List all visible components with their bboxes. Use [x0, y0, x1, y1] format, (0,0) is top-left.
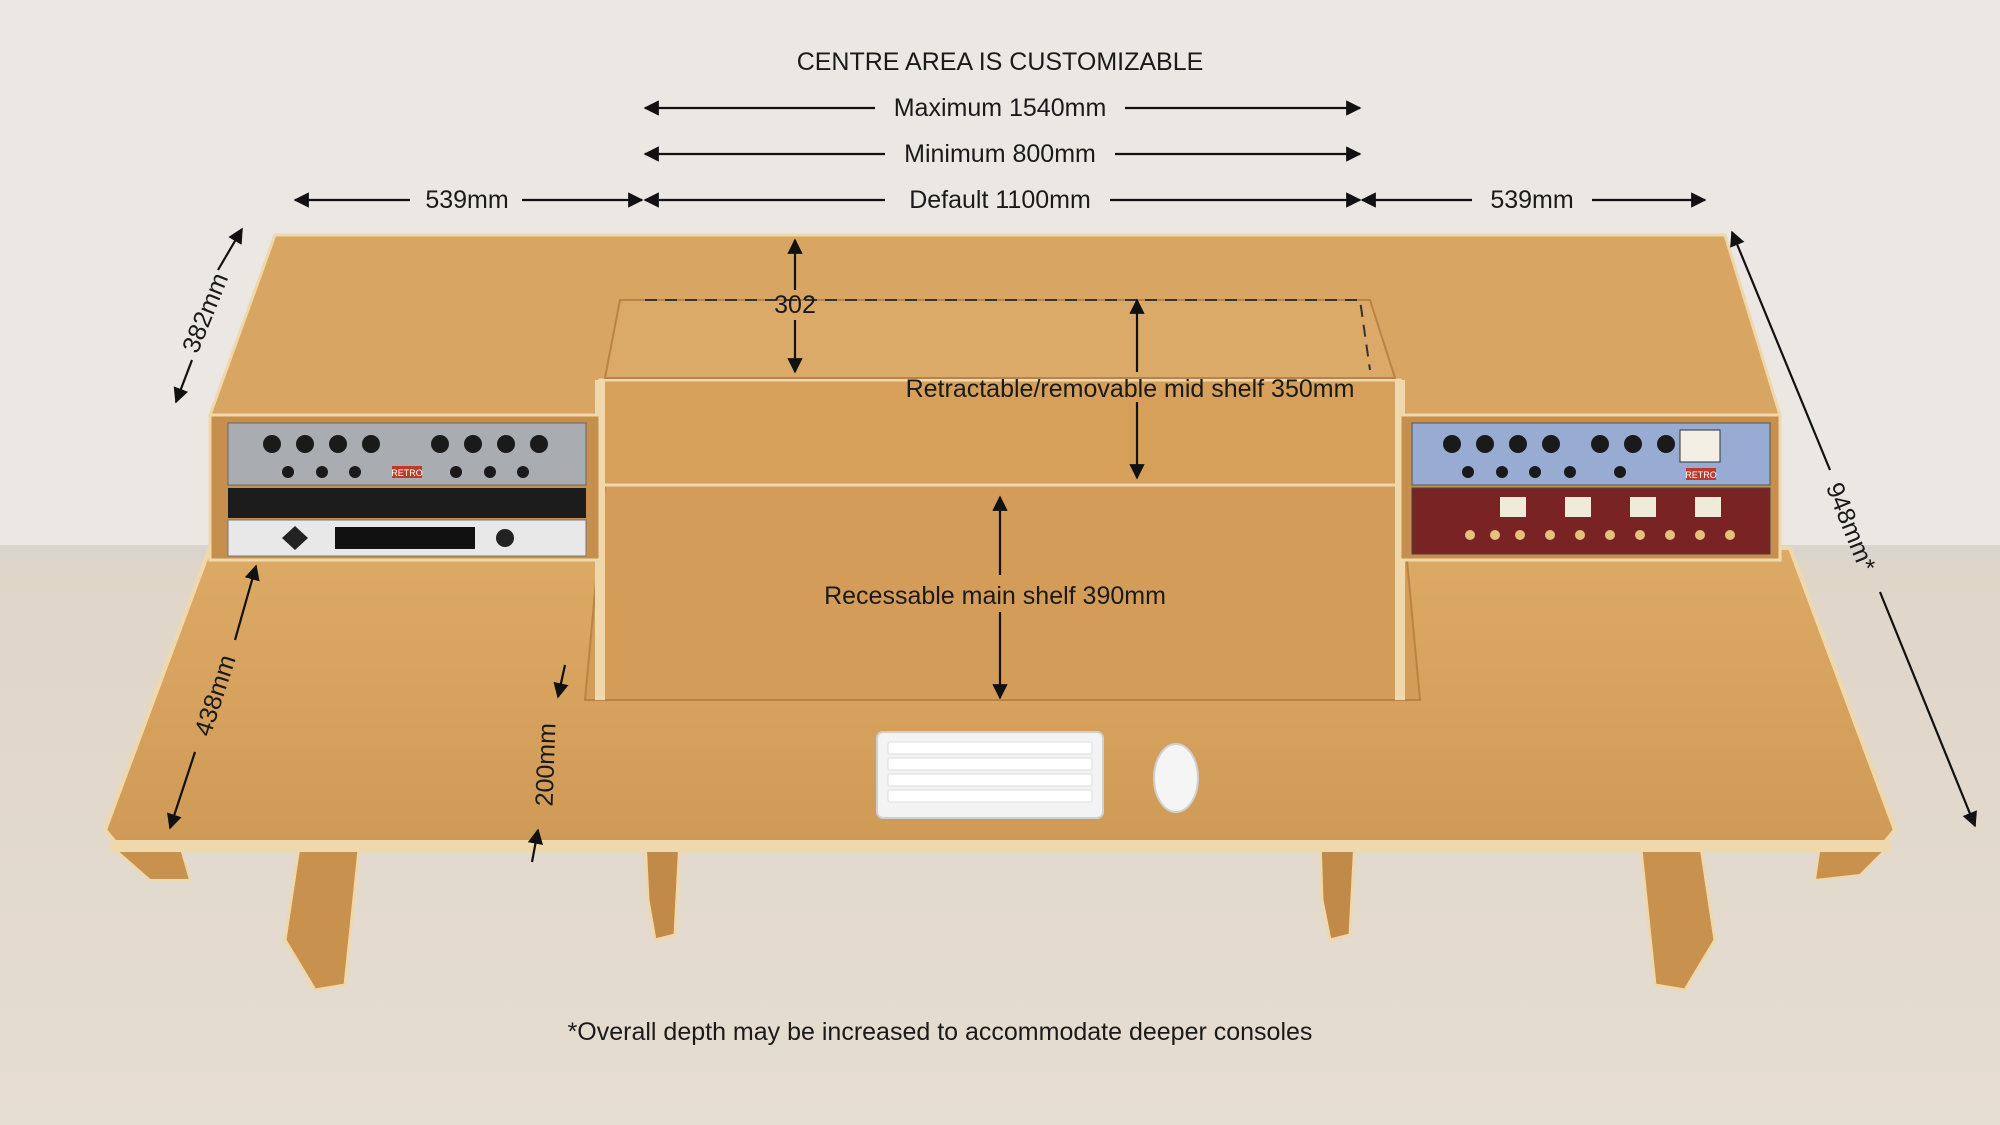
main-shelf-label: Recessable main shelf 390mm: [824, 582, 1166, 610]
left-blank-panel: [228, 488, 586, 518]
step-height-label: 200mm: [531, 723, 562, 807]
right-eq-knobs: [1443, 435, 1675, 478]
mid-shelf-label: Retractable/removable mid shelf 350mm: [906, 375, 1355, 403]
upper-clearance-label: 302: [774, 291, 816, 319]
compressor-knobs: [1465, 530, 1735, 540]
right-rack-units: RETRO: [1411, 422, 1771, 555]
min-width-label: Minimum 800mm: [904, 140, 1096, 168]
desk-front-edge: [110, 840, 1890, 852]
upper-shelf: [603, 299, 1397, 379]
footnote: *Overall depth may be increased to accom…: [568, 1018, 1313, 1046]
upper-area-outline: [645, 299, 1371, 371]
left-rack-units: RETRO: [227, 422, 587, 557]
interface-logo-icon: [282, 526, 308, 550]
interface-knob: [496, 529, 514, 547]
left-eq-brand: RETRO: [391, 468, 423, 478]
left-eq-badge: [392, 466, 422, 478]
customizable-title: CENTRE AREA IS CUSTOMIZABLE: [797, 48, 1204, 76]
default-width-label: Default 1100mm: [909, 186, 1091, 214]
dimension-lines: [167, 100, 1977, 863]
right-side-width-label: 539mm: [1490, 186, 1573, 214]
compressor-meters: [1500, 497, 1721, 517]
keyboard-icon: [876, 731, 1104, 819]
right-eq-brand: RETRO: [1685, 470, 1717, 480]
vu-meter-icon: [1679, 429, 1721, 463]
interface-display: [335, 527, 475, 549]
right-eq-badge: [1686, 468, 1716, 480]
max-width-label: Maximum 1540mm: [894, 94, 1107, 122]
left-side-width-label: 539mm: [425, 186, 508, 214]
mouse-icon: [1153, 743, 1199, 813]
left-eq-knobs: [263, 435, 548, 478]
